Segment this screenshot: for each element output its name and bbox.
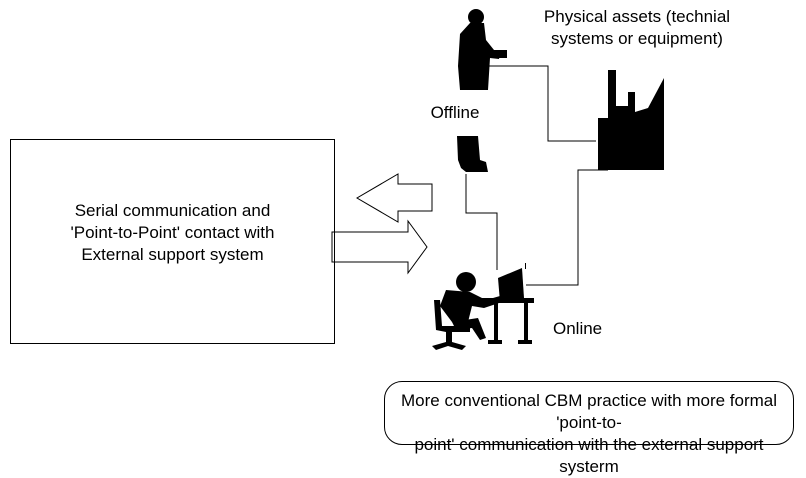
assets-line-2: systems or equipment): [551, 29, 723, 48]
connector-offline-to-factory: [488, 65, 596, 142]
cbm-practice-note: More conventional CBM practice with more…: [384, 381, 794, 476]
standing-person-icon: [458, 9, 507, 90]
left-arrow: [356, 173, 433, 223]
support-line-2: 'Point-to-Point' contact with: [70, 223, 275, 242]
tick-mark: [525, 263, 526, 269]
support-line-1: Serial communication and: [74, 201, 271, 220]
external-support-box: [10, 139, 335, 344]
person-at-computer-icon: [432, 268, 534, 350]
online-label: Online: [553, 319, 603, 338]
diagram-canvas: [331, 9, 664, 350]
note-line-2: point' communication with the external s…: [414, 435, 764, 476]
factory-icon: [598, 70, 664, 170]
physical-assets-label: Physical assets (technial systems or equ…: [512, 6, 762, 50]
connector-factory-to-online: [526, 169, 608, 286]
offline-label: Offline: [430, 103, 480, 122]
standing-person-legs-icon: [457, 136, 488, 172]
connector-offline-to-online: [465, 174, 498, 270]
note-line-1: More conventional CBM practice with more…: [400, 391, 778, 432]
support-line-3: External support system: [81, 245, 264, 264]
external-support-text: Serial communication and 'Point-to-Point…: [10, 200, 335, 266]
assets-line-1: Physical assets (technial: [543, 7, 731, 26]
right-arrow: [331, 219, 428, 275]
